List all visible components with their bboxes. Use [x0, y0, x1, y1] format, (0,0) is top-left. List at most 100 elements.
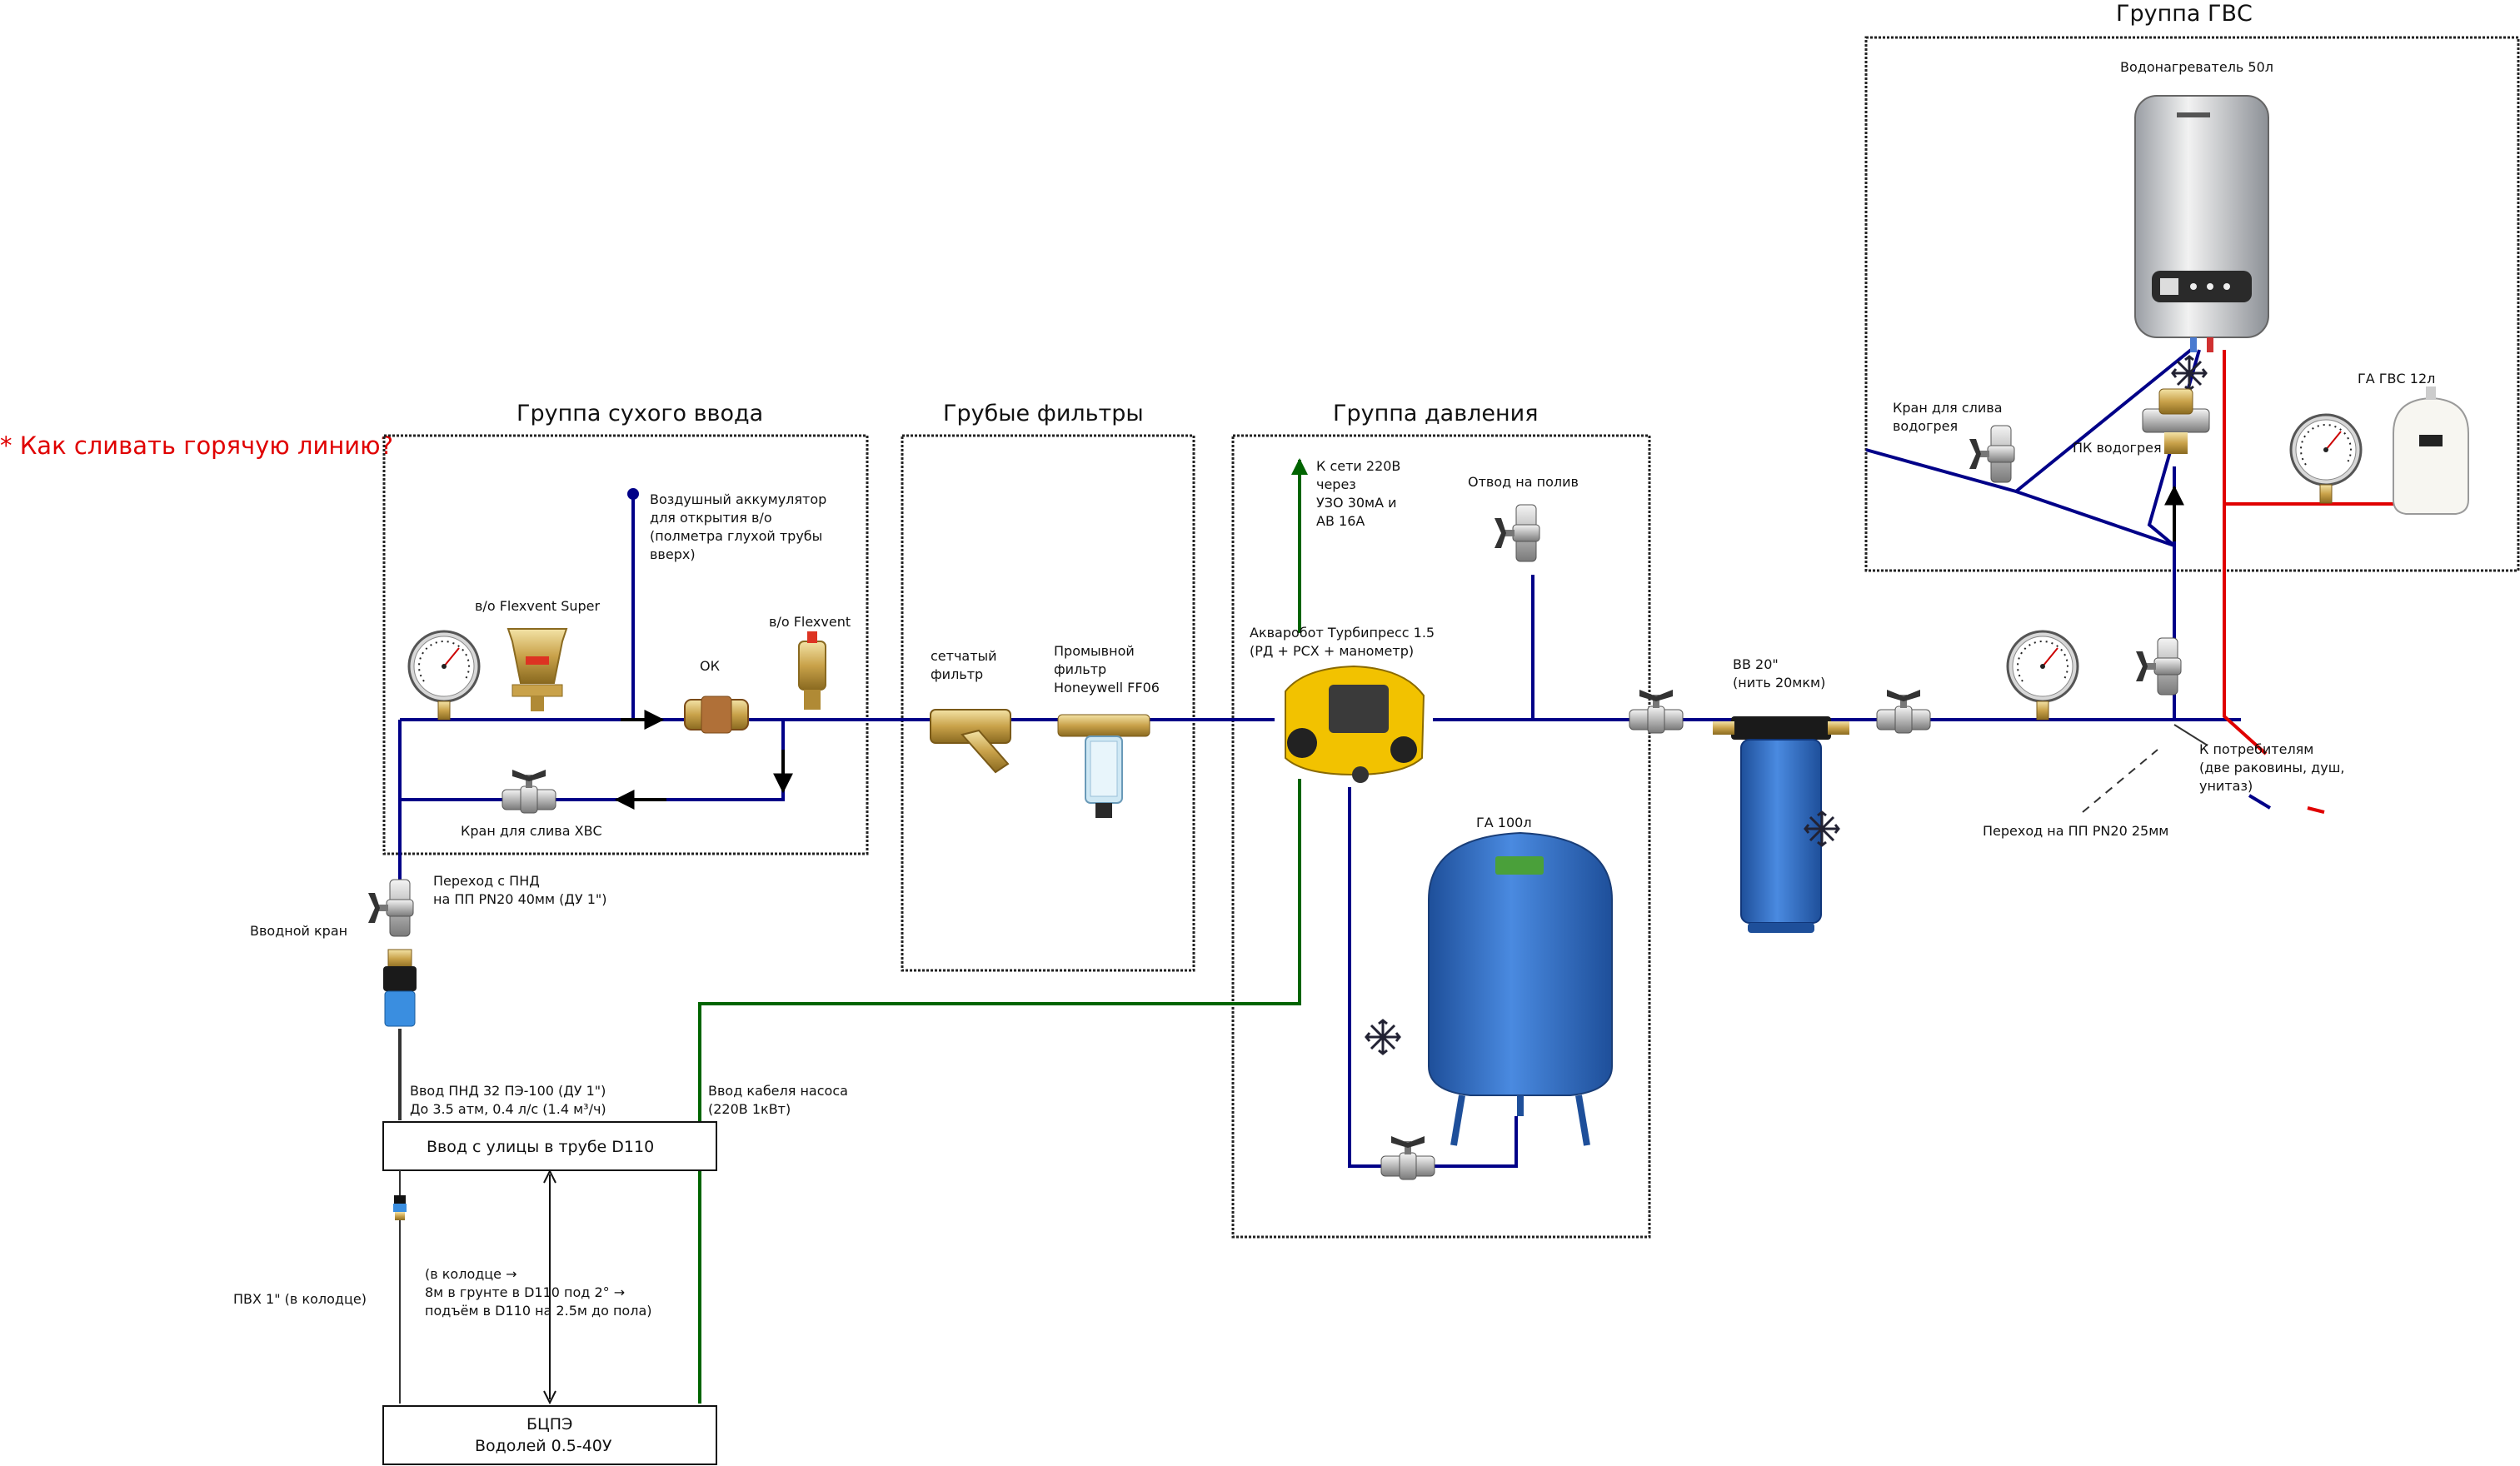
- heater-safety-label: ПК водогрея: [2073, 440, 2162, 456]
- svg-text:8м в грунте в D110 под 2° →: 8м в грунте в D110 под 2° →: [425, 1284, 625, 1300]
- svg-text:на ПП PN20 40мм (ДУ 1"): на ПП PN20 40мм (ДУ 1"): [433, 891, 607, 907]
- svg-text:АВ 16А: АВ 16А: [1316, 513, 1365, 529]
- pnd-adapter-icon: [383, 949, 417, 1027]
- cable-inlet-label: Ввод кабеля насоса (220В 1кВт): [708, 1083, 848, 1117]
- group-coarse-filters-title: Грубые фильтры: [943, 401, 1144, 426]
- svg-text:(в колодце →: (в колодце →: [425, 1266, 517, 1282]
- group-pressure-title: Группа давления: [1333, 401, 1538, 426]
- tank-100-label: ГА 100л: [1476, 815, 1532, 830]
- flexvent-super-label: в/о Flexvent Super: [475, 598, 600, 614]
- pressure-gauge-icon: [407, 630, 481, 721]
- power-supply-label: К сети 220В через УЗО 30мА и АВ 16А: [1316, 458, 1400, 529]
- frost-protection-icon: [1804, 810, 1840, 847]
- tank-hot-label: ГА ГВС 12л: [2358, 371, 2435, 386]
- svg-text:фильтр: фильтр: [1054, 661, 1106, 677]
- svg-text:фильтр: фильтр: [931, 666, 983, 682]
- hot-pipes: [2223, 350, 2399, 814]
- inlet-valve-icon[interactable]: [367, 879, 414, 937]
- svg-text:Промывной: Промывной: [1054, 643, 1135, 659]
- safety-valve-icon: [2142, 388, 2210, 454]
- drain-cold-label: Кран для слива ХВС: [461, 823, 602, 839]
- mesh-filter-icon: [930, 709, 1011, 774]
- svg-text:водогрея: водогрея: [1893, 418, 1958, 434]
- pressure-outlet-valve-icon[interactable]: [1629, 689, 1684, 734]
- adapter-pp25-label: Переход на ПП PN20 25мм: [1983, 823, 2168, 839]
- pump-controller-icon: [1285, 665, 1425, 783]
- svg-text:для открытия в/о: для открытия в/о: [650, 510, 772, 526]
- svg-text:ВВ 20": ВВ 20": [1733, 656, 1779, 672]
- svg-text:(220В 1кВт): (220В 1кВт): [708, 1101, 791, 1117]
- consumer-stubs: [2173, 724, 2272, 810]
- street-inlet-box: Ввод с улицы в трубе D110: [382, 1121, 717, 1171]
- group-dry-inlet: Группа сухого ввода: [382, 401, 869, 855]
- pvc-label: ПВХ 1" (в колодце): [233, 1291, 367, 1307]
- svg-text:Воздушный аккумулятор: Воздушный аккумулятор: [650, 491, 826, 507]
- hot-supply-valve-icon[interactable]: [2135, 637, 2182, 696]
- check-valve-label: ОК: [700, 658, 721, 674]
- svg-text:К сети 220В: К сети 220В: [1316, 458, 1400, 474]
- svg-text:вверх): вверх): [650, 546, 696, 562]
- flush-filter-label: Промывной фильтр Honeywell FF06: [1054, 643, 1160, 696]
- route-arrow: [543, 1169, 556, 1405]
- heater-drain-valve-icon[interactable]: [1969, 425, 2015, 483]
- pump-controller-label: Акваробот Турбипресс 1.5 (РД + РСХ + ман…: [1250, 625, 1435, 659]
- garden-valve-icon[interactable]: [1494, 504, 1540, 562]
- frost-protection-icon: [2171, 355, 2208, 391]
- group-hot-water: Группа ГВС: [1864, 1, 2520, 572]
- expansion-tank-hot-icon: [2393, 386, 2469, 515]
- svg-text:(две раковины, душ,: (две раковины, душ,: [2199, 760, 2344, 775]
- tank-valve-icon[interactable]: [1380, 1135, 1435, 1180]
- svg-text:Кран для слива: Кран для слива: [1893, 400, 2003, 416]
- pvc-fitting-icon: [393, 1195, 407, 1220]
- frost-protection-icon: [1365, 1019, 1401, 1055]
- svg-text:подъём в D110 на 2.5м до пола): подъём в D110 на 2.5м до пола): [425, 1303, 652, 1319]
- group-coarse-filters: Грубые фильтры: [901, 401, 1195, 972]
- svg-text:Ввод ПНД 32 ПЭ-100 (ДУ 1"): Ввод ПНД 32 ПЭ-100 (ДУ 1"): [410, 1083, 606, 1099]
- route-label: (в колодце → 8м в грунте в D110 под 2° →…: [425, 1266, 652, 1319]
- svg-text:УЗО 30мА и: УЗО 30мА и: [1316, 495, 1397, 511]
- pressure-gauge-icon: [2006, 630, 2079, 721]
- svg-text:К потребителям: К потребителям: [2199, 741, 2313, 757]
- flush-filter-icon: [1057, 714, 1150, 818]
- flow-arrows: [614, 485, 2184, 810]
- svg-text:(РД + РСХ + манометр): (РД + РСХ + манометр): [1250, 643, 1414, 659]
- flexvent-icon: [798, 631, 826, 710]
- pump-label-line1: БЦПЭ: [526, 1415, 572, 1434]
- heater-drain-label: Кран для слива водогрея: [1893, 400, 2003, 434]
- big-blue-valve-icon[interactable]: [1876, 689, 1931, 734]
- expansion-tank-100-icon: [1428, 831, 1613, 1146]
- adapter-pnd-label: Переход с ПНД на ПП PN20 40мм (ДУ 1"): [433, 873, 607, 907]
- warning-text: * Как сливать горячую линию?: [0, 431, 393, 460]
- pump-cable: [698, 458, 1308, 1404]
- group-hot-water-title: Группа ГВС: [2116, 1, 2253, 27]
- street-inlet-label: Ввод с улицы в трубе D110: [427, 1138, 654, 1156]
- svg-text:Honeywell FF06: Honeywell FF06: [1054, 680, 1160, 696]
- big-blue-filter-icon: [1713, 716, 1849, 933]
- svg-text:Переход с ПНД: Переход с ПНД: [433, 873, 540, 889]
- check-valve-icon: [684, 696, 749, 734]
- pump-box: БЦПЭ Водолей 0.5-40У: [382, 1405, 717, 1465]
- svg-text:До 3.5 атм, 0.4 л/с (1.4 м³/ч): До 3.5 атм, 0.4 л/с (1.4 м³/ч): [410, 1101, 606, 1117]
- mesh-filter-label: сетчатый фильтр: [931, 648, 997, 682]
- pnd-inlet-label: Ввод ПНД 32 ПЭ-100 (ДУ 1") До 3.5 атм, 0…: [410, 1083, 606, 1117]
- air-accumulator-label: Воздушный аккумулятор для открытия в/о (…: [650, 491, 826, 562]
- inlet-valve-label: Вводной кран: [250, 923, 347, 939]
- water-heater-icon: [2134, 95, 2269, 352]
- flexvent-super-icon: [506, 628, 568, 711]
- svg-text:через: через: [1316, 476, 1356, 492]
- garden-outlet-label: Отвод на полив: [1468, 474, 1579, 490]
- ball-valve-icon[interactable]: [502, 769, 556, 814]
- flexvent-label: в/о Flexvent: [769, 614, 851, 630]
- svg-text:сетчатый: сетчатый: [931, 648, 997, 664]
- svg-text:Ввод кабеля насоса: Ввод кабеля насоса: [708, 1083, 848, 1099]
- adapter-leader: [2082, 749, 2158, 813]
- pump-label-line2: Водолей 0.5-40У: [475, 1437, 612, 1455]
- svg-text:(нить 20мкм): (нить 20мкм): [1733, 675, 1825, 691]
- svg-text:Акваробот Турбипресс 1.5: Акваробот Турбипресс 1.5: [1250, 625, 1435, 641]
- water-heater-label: Водонагреватель 50л: [2120, 59, 2273, 75]
- group-dry-inlet-title: Группа сухого ввода: [516, 401, 763, 426]
- pressure-gauge-icon: [2289, 413, 2363, 505]
- svg-text:(полметра глухой трубы: (полметра глухой трубы: [650, 528, 822, 544]
- svg-text:унитаз): унитаз): [2199, 778, 2253, 794]
